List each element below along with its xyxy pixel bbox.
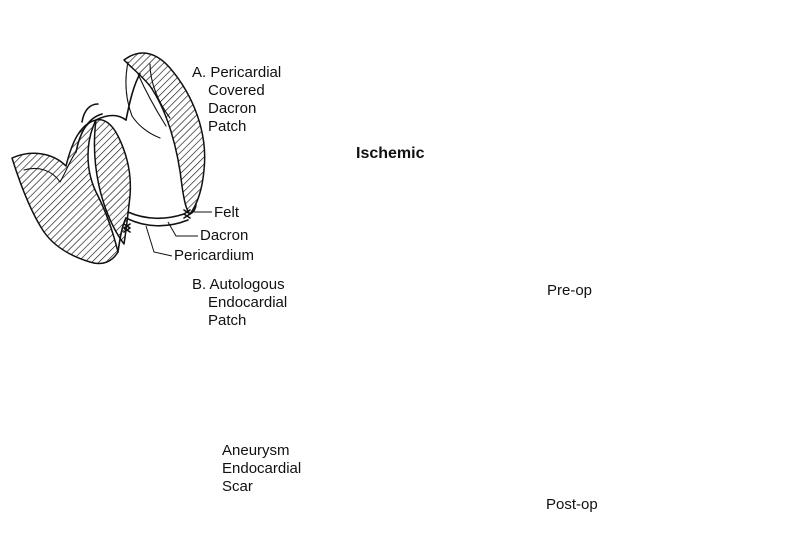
scar-label-line-2: Endocardial [222, 460, 302, 477]
panel-b-heading: B. Autologous Endocardial Patch [192, 276, 287, 330]
ischemic-label: Ischemic [356, 145, 425, 162]
panel-a-septum [93, 118, 132, 245]
preop-label: Pre-op [547, 282, 593, 299]
scar-label-line-3: Scar [222, 478, 253, 495]
panel-b-heading-line-3: Patch [208, 312, 247, 329]
panel-a-felt-right [183, 209, 191, 219]
panel-a-heading: A. Pericardial Covered Dacron Patch [192, 64, 281, 136]
postop-label: Post-op [546, 496, 598, 513]
dacron-label: Dacron [200, 227, 249, 244]
panel-a-patch [127, 211, 185, 220]
panel-a-heading-line-4: Patch [208, 118, 247, 135]
pericardium-label: Pericardium [174, 247, 255, 264]
panel-a-heading-line-2: Covered [208, 82, 265, 99]
scar-label: Aneurysm Endocardial Scar [222, 442, 301, 496]
panel-b-heading-line-1: B. Autologous [192, 276, 285, 293]
panel-a-heading-line-3: Dacron [208, 100, 257, 117]
felt-label: Felt [214, 204, 240, 221]
panel-a-right-ventricle-wall [11, 119, 119, 265]
panel-b-heading-line-2: Endocardial [208, 294, 288, 311]
scar-label-line-1: Aneurysm [222, 442, 290, 459]
panel-a-heading-line-1: A. Pericardial [192, 64, 282, 81]
panel-a-heart-section [11, 52, 212, 265]
